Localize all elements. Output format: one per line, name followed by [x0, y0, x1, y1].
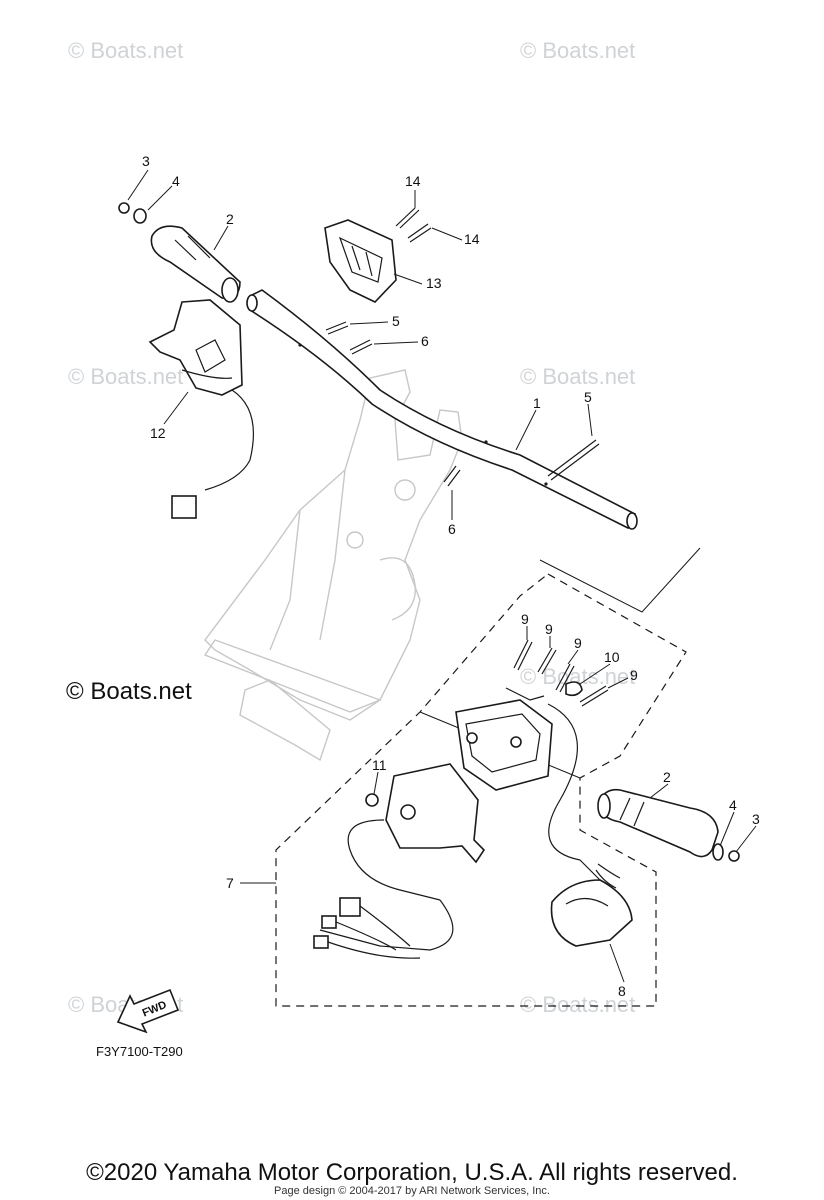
handlebar — [246, 289, 638, 530]
leader-lines — [127, 169, 757, 983]
callout-4: 4 — [729, 797, 737, 813]
bolts-lower — [513, 639, 609, 707]
nut-11 — [365, 793, 379, 807]
page-credit: Page design © 2004-2017 by ARI Network S… — [274, 1185, 550, 1197]
left-nut — [118, 202, 130, 214]
callout-5: 5 — [392, 313, 400, 329]
watermark: © Boats.net — [520, 38, 635, 63]
watermark-bold: © Boats.net — [66, 678, 192, 705]
handlebar-outline — [539, 547, 701, 613]
figure-code: F3Y7100-T290 — [96, 1044, 183, 1059]
callout-14: 14 — [464, 231, 480, 247]
callout-6: 6 — [448, 521, 456, 537]
copyright-notice: ©2020 Yamaha Motor Corporation, U.S.A. A… — [86, 1159, 738, 1186]
right-washer — [712, 843, 724, 861]
callout-3: 3 — [752, 811, 760, 827]
callout-1: 1 — [533, 395, 541, 411]
callout-13: 13 — [426, 275, 442, 291]
watermark-layer: © Boats.net © Boats.net © Boats.net © Bo… — [66, 38, 635, 1017]
right-switch-housing — [319, 763, 486, 951]
bolts-upper — [325, 207, 600, 487]
callout-9: 9 — [521, 611, 529, 627]
callout-labels: 3 4 2 14 14 13 5 6 1 5 6 12 9 9 9 10 9 1… — [142, 153, 760, 999]
callout-9: 9 — [630, 667, 638, 683]
callout-10: 10 — [604, 649, 620, 665]
left-washer — [133, 208, 147, 224]
right-switch-box — [455, 687, 601, 881]
callout-4: 4 — [172, 173, 180, 189]
right-nut — [728, 850, 740, 862]
assembly-outline — [275, 573, 687, 1007]
connectors — [313, 897, 421, 959]
throttle-housing — [324, 219, 397, 303]
callout-12: 12 — [150, 425, 166, 441]
watermark: © Boats.net — [520, 364, 635, 389]
callout-2: 2 — [226, 211, 234, 227]
callout-9: 9 — [574, 635, 582, 651]
right-grip — [597, 788, 719, 858]
callout-7: 7 — [226, 875, 234, 891]
steering-column-ghost — [203, 369, 463, 762]
connector — [171, 495, 197, 519]
callout-2: 2 — [663, 769, 671, 785]
callout-14: 14 — [405, 173, 421, 189]
callout-9: 9 — [545, 621, 553, 637]
watermark: © Boats.net — [520, 992, 635, 1017]
lanyard-switch — [550, 863, 633, 947]
fwd-arrow-icon: FWD — [116, 988, 180, 1034]
callout-3: 3 — [142, 153, 150, 169]
left-switch-housing — [148, 299, 255, 519]
callout-6: 6 — [421, 333, 429, 349]
watermark: © Boats.net — [68, 364, 183, 389]
callout-11: 11 — [372, 757, 387, 773]
callout-8: 8 — [618, 983, 626, 999]
left-grip — [150, 225, 241, 303]
callout-5: 5 — [584, 389, 592, 405]
watermark: © Boats.net — [68, 38, 183, 63]
